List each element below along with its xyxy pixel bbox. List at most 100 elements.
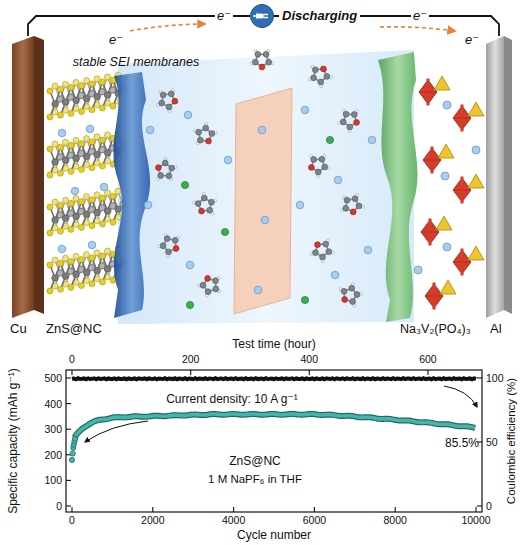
- anode-material: ZnS@NC: [44, 70, 124, 318]
- sulfur-atom: [73, 253, 79, 259]
- sulfur-atom: [73, 195, 79, 201]
- vo6-octahedron: [453, 250, 471, 274]
- carbon-atom: [159, 100, 165, 106]
- sulfur-atom: [63, 139, 69, 145]
- sulfur-atom: [89, 81, 95, 87]
- sulfur-atom: [73, 137, 79, 143]
- chart-label: 85.5%: [445, 437, 479, 451]
- chart-label: 400: [301, 353, 319, 365]
- oxygen-atom: [199, 208, 205, 214]
- carbon-atom: [340, 119, 346, 125]
- sulfur-atom: [89, 139, 95, 145]
- sulfur-atom: [52, 199, 58, 205]
- carbon-atom: [341, 288, 347, 294]
- sulfur-atom: [58, 260, 64, 266]
- sulfur-atom: [58, 228, 64, 234]
- sulfur-atom: [89, 165, 95, 171]
- solvent-molecule: [156, 157, 178, 180]
- solvent-molecule: [341, 194, 365, 215]
- carbon-atom: [343, 111, 349, 117]
- solvent-molecule: [157, 233, 179, 257]
- efficiency-curve: [72, 378, 476, 379]
- carbon-atom: [356, 203, 362, 209]
- octahedron-edge: [453, 262, 471, 263]
- octahedron-edge: [453, 190, 471, 191]
- sulfur-atom: [110, 193, 116, 199]
- sulfur-atom: [105, 248, 111, 254]
- sulfur-atom: [110, 219, 116, 225]
- cathode-material: Na₃V₂(PO₄)₃: [404, 62, 486, 318]
- sulfur-atom: [47, 114, 53, 120]
- oxygen-atom: [354, 119, 360, 125]
- sulfur-atom: [100, 105, 106, 111]
- sodium-ion: [414, 266, 422, 274]
- sulfur-atom: [63, 197, 69, 203]
- axis-tick: [477, 377, 482, 378]
- axis-tick: [475, 507, 476, 512]
- sulfur-atom: [89, 107, 95, 113]
- plug-cord: [253, 15, 256, 17]
- chart-label: 10000: [461, 514, 490, 526]
- carbon-atom: [162, 160, 168, 166]
- aluminium-collector: Al: [486, 36, 512, 318]
- carbon-atom: [318, 79, 324, 85]
- zinc-atom: [104, 208, 110, 214]
- carbon-atom: [252, 59, 258, 65]
- oxygen-atom: [460, 272, 464, 276]
- chart-label: 6000: [303, 514, 326, 526]
- sulfur-atom: [84, 194, 90, 200]
- carbon-atom: [350, 299, 356, 305]
- zinc-atom: [73, 271, 79, 277]
- sulfur-atom: [47, 88, 53, 94]
- sulfur-atom: [110, 103, 116, 109]
- anion: [326, 136, 333, 143]
- chart-label: 0: [69, 353, 75, 365]
- sulfur-atom: [52, 257, 58, 263]
- po4-tetrahedron: [438, 144, 454, 158]
- po4-tetrahedron: [468, 246, 484, 260]
- sulfur-atom: [63, 255, 69, 261]
- axis-tick: [66, 403, 71, 404]
- carbon-atom: [352, 196, 358, 202]
- carbon-atom: [203, 125, 209, 131]
- sulfur-atom: [68, 226, 74, 232]
- sodium-ion: [88, 241, 96, 249]
- plug-icon-shape: [250, 4, 274, 28]
- zinc-atom: [83, 95, 89, 101]
- sulfur-atom: [100, 195, 106, 201]
- vo6-octahedron: [421, 220, 439, 244]
- sulfur-atom: [79, 225, 85, 231]
- sodium-ion: [443, 101, 451, 109]
- sulfur-atom: [47, 262, 53, 268]
- sulfur-atom: [100, 163, 106, 169]
- carbon-atom: [311, 75, 317, 81]
- carbon-atom: [311, 157, 317, 163]
- sodium-ion: [368, 136, 376, 144]
- carbon-atom: [324, 74, 330, 80]
- sodium-ion: [254, 286, 262, 294]
- carbon-atom: [347, 124, 353, 130]
- axis-tick: [66, 429, 71, 430]
- vo6-octahedron: [453, 106, 471, 130]
- carbon-atom: [213, 278, 219, 284]
- sodium-ion: [58, 129, 66, 137]
- axis-tick: [71, 370, 72, 375]
- zinc-atom: [83, 211, 89, 217]
- carbon-atom: [209, 131, 215, 137]
- oxygen-atom: [205, 276, 211, 282]
- chart-label: 0: [56, 500, 62, 512]
- plug-icon: Discharging: [250, 4, 274, 28]
- sodium-ion: [224, 156, 232, 164]
- chart-label: Cycle number: [237, 529, 311, 543]
- axis-tick: [152, 507, 153, 512]
- sodium-ion: [301, 106, 309, 114]
- sodium-ion: [86, 125, 94, 133]
- oxygen-atom: [430, 146, 434, 150]
- sodium-ion: [443, 243, 451, 251]
- sulfur-atom: [105, 74, 111, 80]
- zinc-atom: [94, 152, 100, 158]
- carbon-atom: [344, 197, 350, 203]
- chart-label: 2000: [141, 514, 164, 526]
- sulfur-atom: [79, 141, 85, 147]
